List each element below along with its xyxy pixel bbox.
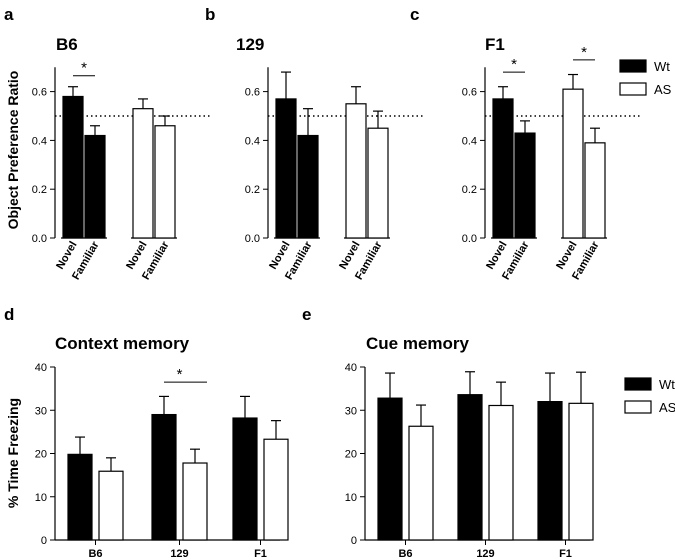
y-tick-label: 0 [351,535,357,547]
x-tick-label: F1 [559,548,572,560]
legend-swatch-wt [624,377,652,391]
bar-as [263,438,289,541]
bar-wt [514,132,536,239]
y-tick-label: 0.4 [245,135,260,147]
y-tick-label: 0.2 [32,184,47,196]
y-tick-label: 0.6 [245,87,260,99]
x-tick-label: B6 [398,548,412,560]
bar-as [98,470,124,541]
y-tick-label: 0.4 [32,135,47,147]
bar-wt [151,413,177,541]
x-tick-label: F1 [254,548,267,560]
y-tick-label: 30 [35,405,47,417]
legend-swatch-as [619,82,647,96]
significance-star: * [81,60,87,77]
y-tick-label: 0.6 [462,87,477,99]
y-tick-label: 20 [35,449,47,461]
legend-swatch-as [624,400,652,414]
legend-swatch-wt [619,59,647,73]
bar-wt [297,134,319,239]
x-tick-label: 129 [476,548,494,560]
panel-letter: b [205,5,215,24]
y-tick-label: 40 [345,362,357,374]
panel-title: B6 [56,35,78,54]
bar-wt [457,394,483,541]
panel-letter: e [302,305,311,324]
significance-star: * [177,366,183,383]
x-tick-label: 129 [170,548,188,560]
y-tick-label: 0 [41,535,47,547]
bar-wt [84,134,106,239]
bar-as [584,142,606,239]
x-tick-label: B6 [88,548,102,560]
panel-letter: a [4,5,14,24]
panel-title: F1 [485,35,505,54]
bar-as [488,404,514,541]
bar-as [154,125,176,239]
y-tick-label: 0.2 [462,184,477,196]
bar-wt [537,401,563,541]
bar-as [367,127,389,239]
y-tick-label: 0.2 [245,184,260,196]
bar-wt [232,417,258,541]
y-tick-label: 30 [345,405,357,417]
y-tick-label: 40 [35,362,47,374]
legend-label-as: AS [659,400,675,415]
bar-as [345,103,367,239]
bar-as [568,402,594,541]
legend-label-wt: Wt [659,377,675,392]
y-tick-label: 0.0 [245,233,260,245]
y-tick-label: 10 [35,492,47,504]
y-tick-label: 0.4 [462,135,477,147]
y-tick-label: 0.6 [32,87,47,99]
legend-label-wt: Wt [654,59,670,74]
bar-as [408,425,434,541]
panel-letter: c [410,5,419,24]
bar-as [182,462,208,541]
bar-wt [67,453,93,541]
panel-title: 129 [236,35,264,54]
bar-wt [492,98,514,239]
y-tick-label: 0.0 [32,233,47,245]
bar-wt [62,95,84,239]
y-axis-label: Object Preference Ratio [5,71,21,230]
bar-as [132,108,154,239]
bar-wt [275,98,297,239]
y-tick-label: 10 [345,492,357,504]
y-axis-label: % Time Freezing [5,398,21,508]
panel-title: Cue memory [366,334,470,353]
bar-as [562,88,584,239]
legend-label-as: AS [654,82,672,97]
y-tick-label: 0.0 [462,233,477,245]
y-tick-label: 20 [345,449,357,461]
significance-star: * [511,56,517,73]
bar-wt [377,397,403,541]
significance-star: * [581,44,587,61]
panel-letter: d [4,305,14,324]
panel-title: Context memory [55,334,190,353]
